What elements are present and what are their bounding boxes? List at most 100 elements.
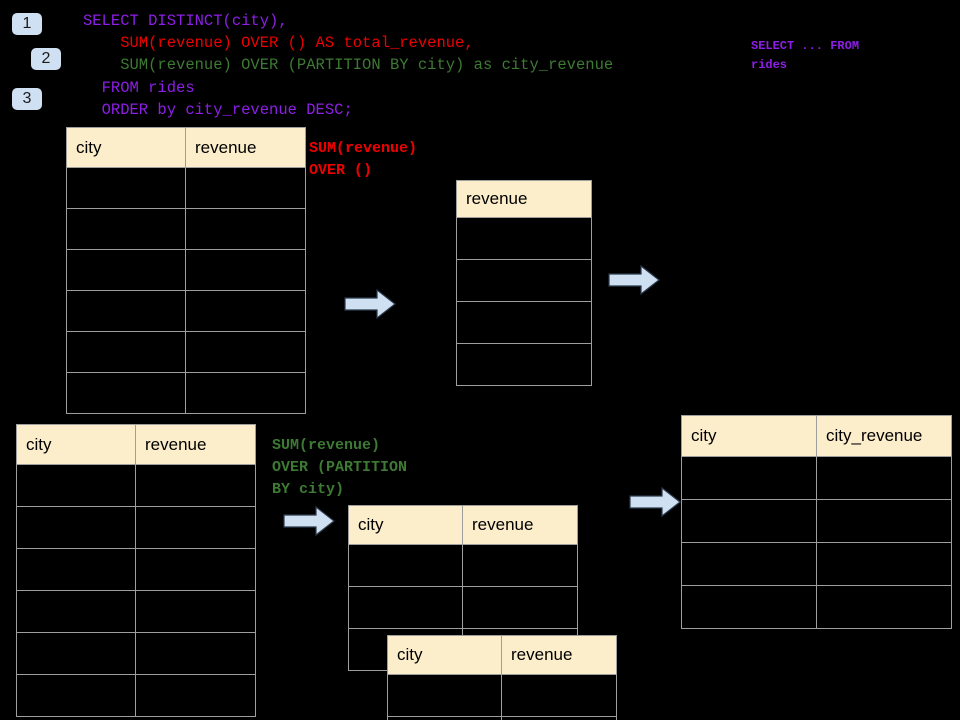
step-badge-2: 2 bbox=[31, 48, 61, 70]
cell-city bbox=[348, 586, 463, 629]
column-header-city: city bbox=[387, 635, 502, 675]
cell-revenue bbox=[135, 464, 256, 507]
cell-revenue bbox=[185, 167, 306, 209]
cell-revenue bbox=[462, 586, 578, 629]
column-header-city: city bbox=[66, 127, 186, 168]
column-header-city: city bbox=[16, 424, 136, 465]
column-header-revenue: revenue bbox=[456, 180, 592, 218]
table-row bbox=[456, 217, 592, 260]
table-header-row: city city_revenue bbox=[681, 415, 952, 457]
arrow-total-to-final-icon bbox=[608, 264, 660, 296]
cell-revenue bbox=[185, 331, 306, 373]
cell-city-revenue bbox=[816, 456, 952, 500]
table-row bbox=[16, 632, 256, 675]
table-row bbox=[16, 548, 256, 591]
table-row bbox=[348, 544, 578, 587]
cell-revenue bbox=[185, 208, 306, 250]
sql-line-order-by: ORDER by city_revenue DESC; bbox=[83, 101, 353, 119]
cell-revenue bbox=[135, 674, 256, 717]
cell-city bbox=[681, 456, 817, 500]
table-header-row: city revenue bbox=[387, 635, 617, 675]
table-row bbox=[456, 301, 592, 344]
cell-revenue bbox=[135, 590, 256, 633]
cell-revenue bbox=[135, 506, 256, 549]
table-row bbox=[681, 585, 952, 629]
column-header-revenue: revenue bbox=[462, 505, 578, 545]
cell-city bbox=[16, 464, 136, 507]
column-header-revenue: revenue bbox=[135, 424, 256, 465]
cell-revenue bbox=[185, 290, 306, 332]
cell-revenue bbox=[501, 674, 617, 717]
cell-city bbox=[16, 674, 136, 717]
cell-revenue bbox=[462, 544, 578, 587]
table-row bbox=[387, 674, 617, 717]
table-total-revenue-result: revenue bbox=[456, 180, 592, 386]
table-row bbox=[66, 208, 306, 250]
cell-city bbox=[66, 290, 186, 332]
sql-line-select: SELECT DISTINCT(city), bbox=[83, 12, 288, 30]
table-body bbox=[387, 674, 617, 720]
table-row bbox=[456, 343, 592, 386]
table-row bbox=[66, 167, 306, 209]
cell-city bbox=[16, 548, 136, 591]
cell-city bbox=[16, 590, 136, 633]
arrow-source-to-partition-icon bbox=[283, 505, 335, 537]
cell-city bbox=[681, 499, 817, 543]
cell-city-revenue bbox=[816, 499, 952, 543]
column-header-revenue: revenue bbox=[501, 635, 617, 675]
table-header-row: city revenue bbox=[16, 424, 256, 465]
table-row bbox=[456, 259, 592, 302]
step-badge-1: 1 bbox=[12, 13, 42, 35]
cell-city bbox=[66, 331, 186, 373]
cell-city bbox=[387, 716, 502, 720]
cell-city bbox=[66, 208, 186, 250]
cell-city bbox=[66, 372, 186, 414]
cell-city bbox=[66, 167, 186, 209]
table-body bbox=[681, 456, 952, 629]
annotation-sum-over-partition: SUM(revenue) OVER (PARTITION BY city) bbox=[272, 437, 408, 498]
arrow-partition-to-final-icon bbox=[629, 486, 681, 518]
table-rides-source-bottom: city revenue bbox=[16, 424, 256, 717]
sql-line-total-revenue: SUM(revenue) OVER () AS total_revenue, bbox=[83, 34, 474, 52]
cell-city-revenue bbox=[816, 585, 952, 629]
table-row bbox=[16, 590, 256, 633]
cell-city bbox=[66, 249, 186, 291]
table-row bbox=[16, 674, 256, 717]
cell-revenue bbox=[135, 632, 256, 675]
cell-revenue bbox=[185, 372, 306, 414]
table-body bbox=[66, 167, 306, 414]
column-header-revenue: revenue bbox=[185, 127, 306, 168]
sql-line-from: FROM rides bbox=[83, 79, 195, 97]
cell-city bbox=[348, 544, 463, 587]
annotation-sum-over-empty: SUM(revenue) OVER () bbox=[309, 140, 418, 179]
table-row bbox=[66, 290, 306, 332]
table-row bbox=[681, 499, 952, 543]
cell-revenue bbox=[501, 716, 617, 720]
table-header-row: city revenue bbox=[66, 127, 306, 168]
cell-revenue bbox=[185, 249, 306, 291]
step-badge-3: 3 bbox=[12, 88, 42, 110]
column-header-city-revenue: city_revenue bbox=[816, 415, 952, 457]
arrow-source-to-total-icon bbox=[344, 288, 396, 320]
table-row bbox=[681, 456, 952, 500]
cell-city bbox=[681, 542, 817, 586]
cell-revenue bbox=[135, 548, 256, 591]
table-row bbox=[66, 372, 306, 414]
table-row bbox=[66, 331, 306, 373]
sql-line-city-revenue: SUM(revenue) OVER (PARTITION BY city) as… bbox=[83, 56, 614, 74]
table-header-row: city revenue bbox=[348, 505, 578, 545]
cell-revenue bbox=[456, 301, 592, 344]
table-row bbox=[681, 542, 952, 586]
cell-city bbox=[681, 585, 817, 629]
table-rides-source-top: city revenue bbox=[66, 127, 306, 414]
table-row bbox=[66, 249, 306, 291]
table-body bbox=[456, 217, 592, 386]
table-row bbox=[387, 716, 617, 720]
cell-city bbox=[16, 632, 136, 675]
table-row bbox=[348, 586, 578, 629]
table-row bbox=[16, 464, 256, 507]
cell-city bbox=[387, 674, 502, 717]
column-header-city: city bbox=[681, 415, 817, 457]
cell-revenue bbox=[456, 217, 592, 260]
